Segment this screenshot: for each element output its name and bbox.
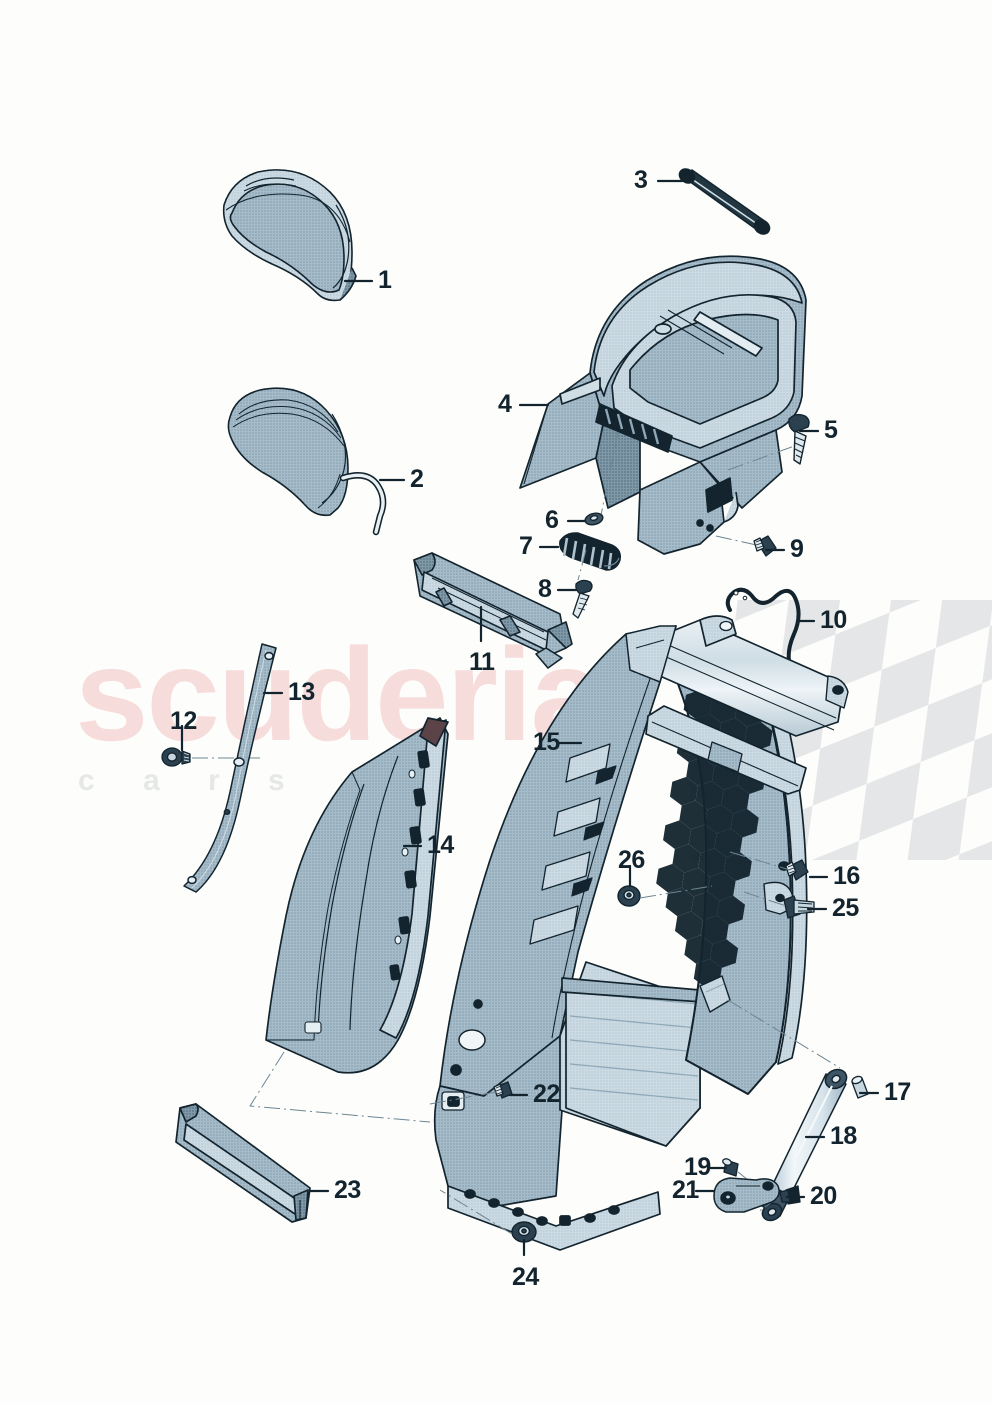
part-1-backrest-cushion-upper (222, 169, 357, 302)
part-4-backrest-trim-cover (519, 255, 807, 555)
callout-number-20: 20 (810, 1182, 837, 1210)
callout-number-5: 5 (824, 416, 838, 444)
part-10-wire-retaining-clip (725, 587, 801, 668)
part-7-ribbed-hinge-clip (559, 532, 622, 571)
part-9-tapping-screw (753, 535, 777, 557)
part-13-side-reinforcement-strap (183, 643, 277, 893)
callout-number-21: 21 (672, 1176, 699, 1204)
callout-number-16: 16 (833, 862, 860, 890)
part-6-washer (584, 512, 604, 526)
callout-number-19: 19 (684, 1153, 711, 1181)
part-14-side-trim-panel (249, 717, 449, 1123)
callout-leader-lines (180, 179, 880, 1257)
part-24-flanged-nut (439, 1189, 537, 1243)
part-21-strut-mounting-bracket (713, 1177, 780, 1213)
part-5-pan-head-screw (788, 413, 810, 465)
callout-number-6: 6 (545, 506, 559, 534)
callout-number-13: 13 (288, 678, 315, 706)
callout-number-25: 25 (832, 894, 859, 922)
callout-number-24: 24 (512, 1263, 539, 1291)
callout-number-10: 10 (820, 606, 847, 634)
callout-number-14: 14 (427, 831, 454, 859)
part-8-machine-screw (572, 549, 593, 619)
callout-number-11: 11 (469, 648, 495, 676)
callout-number-3: 3 (634, 166, 648, 194)
part-22-tapping-screw (429, 1081, 513, 1105)
part-15-backrest-frame-assembly (433, 615, 849, 1251)
svg-text:c a r s: c a r s (78, 764, 305, 797)
callout-number-22: 22 (533, 1080, 560, 1108)
callout-number-4: 4 (498, 390, 512, 418)
callout-number-26: 26 (618, 846, 645, 874)
callout-number-1: 1 (378, 266, 392, 294)
part-17-pivot-pin (851, 1075, 869, 1099)
part-23-lower-trim-strip (175, 1103, 311, 1223)
callout-number-2: 2 (410, 465, 424, 493)
part-11-upper-cross-trim-rail (413, 552, 573, 669)
callout-number-18: 18 (830, 1122, 857, 1150)
svg-text:scuderia: scuderia (75, 621, 606, 768)
callout-number-12: 12 (170, 707, 197, 735)
part-20-retaining-clip (757, 1185, 801, 1213)
part-12-nut-and-bolt (161, 747, 262, 767)
part-2-backrest-cushion-lower (227, 387, 387, 536)
callout-number-15: 15 (533, 728, 560, 756)
callout-number-7: 7 (519, 532, 533, 560)
watermark-brand: scuderia c a r s (75, 621, 608, 797)
callout-number-8: 8 (538, 575, 552, 603)
callout-number-9: 9 (790, 535, 804, 563)
callout-number-17: 17 (884, 1078, 911, 1106)
part-16-pan-head-screw (729, 851, 809, 881)
part-25-collar-bolt (743, 891, 815, 919)
callout-number-23: 23 (334, 1176, 361, 1204)
part-3-damper-rod (678, 168, 771, 235)
part-26-flanged-nut (617, 885, 713, 907)
